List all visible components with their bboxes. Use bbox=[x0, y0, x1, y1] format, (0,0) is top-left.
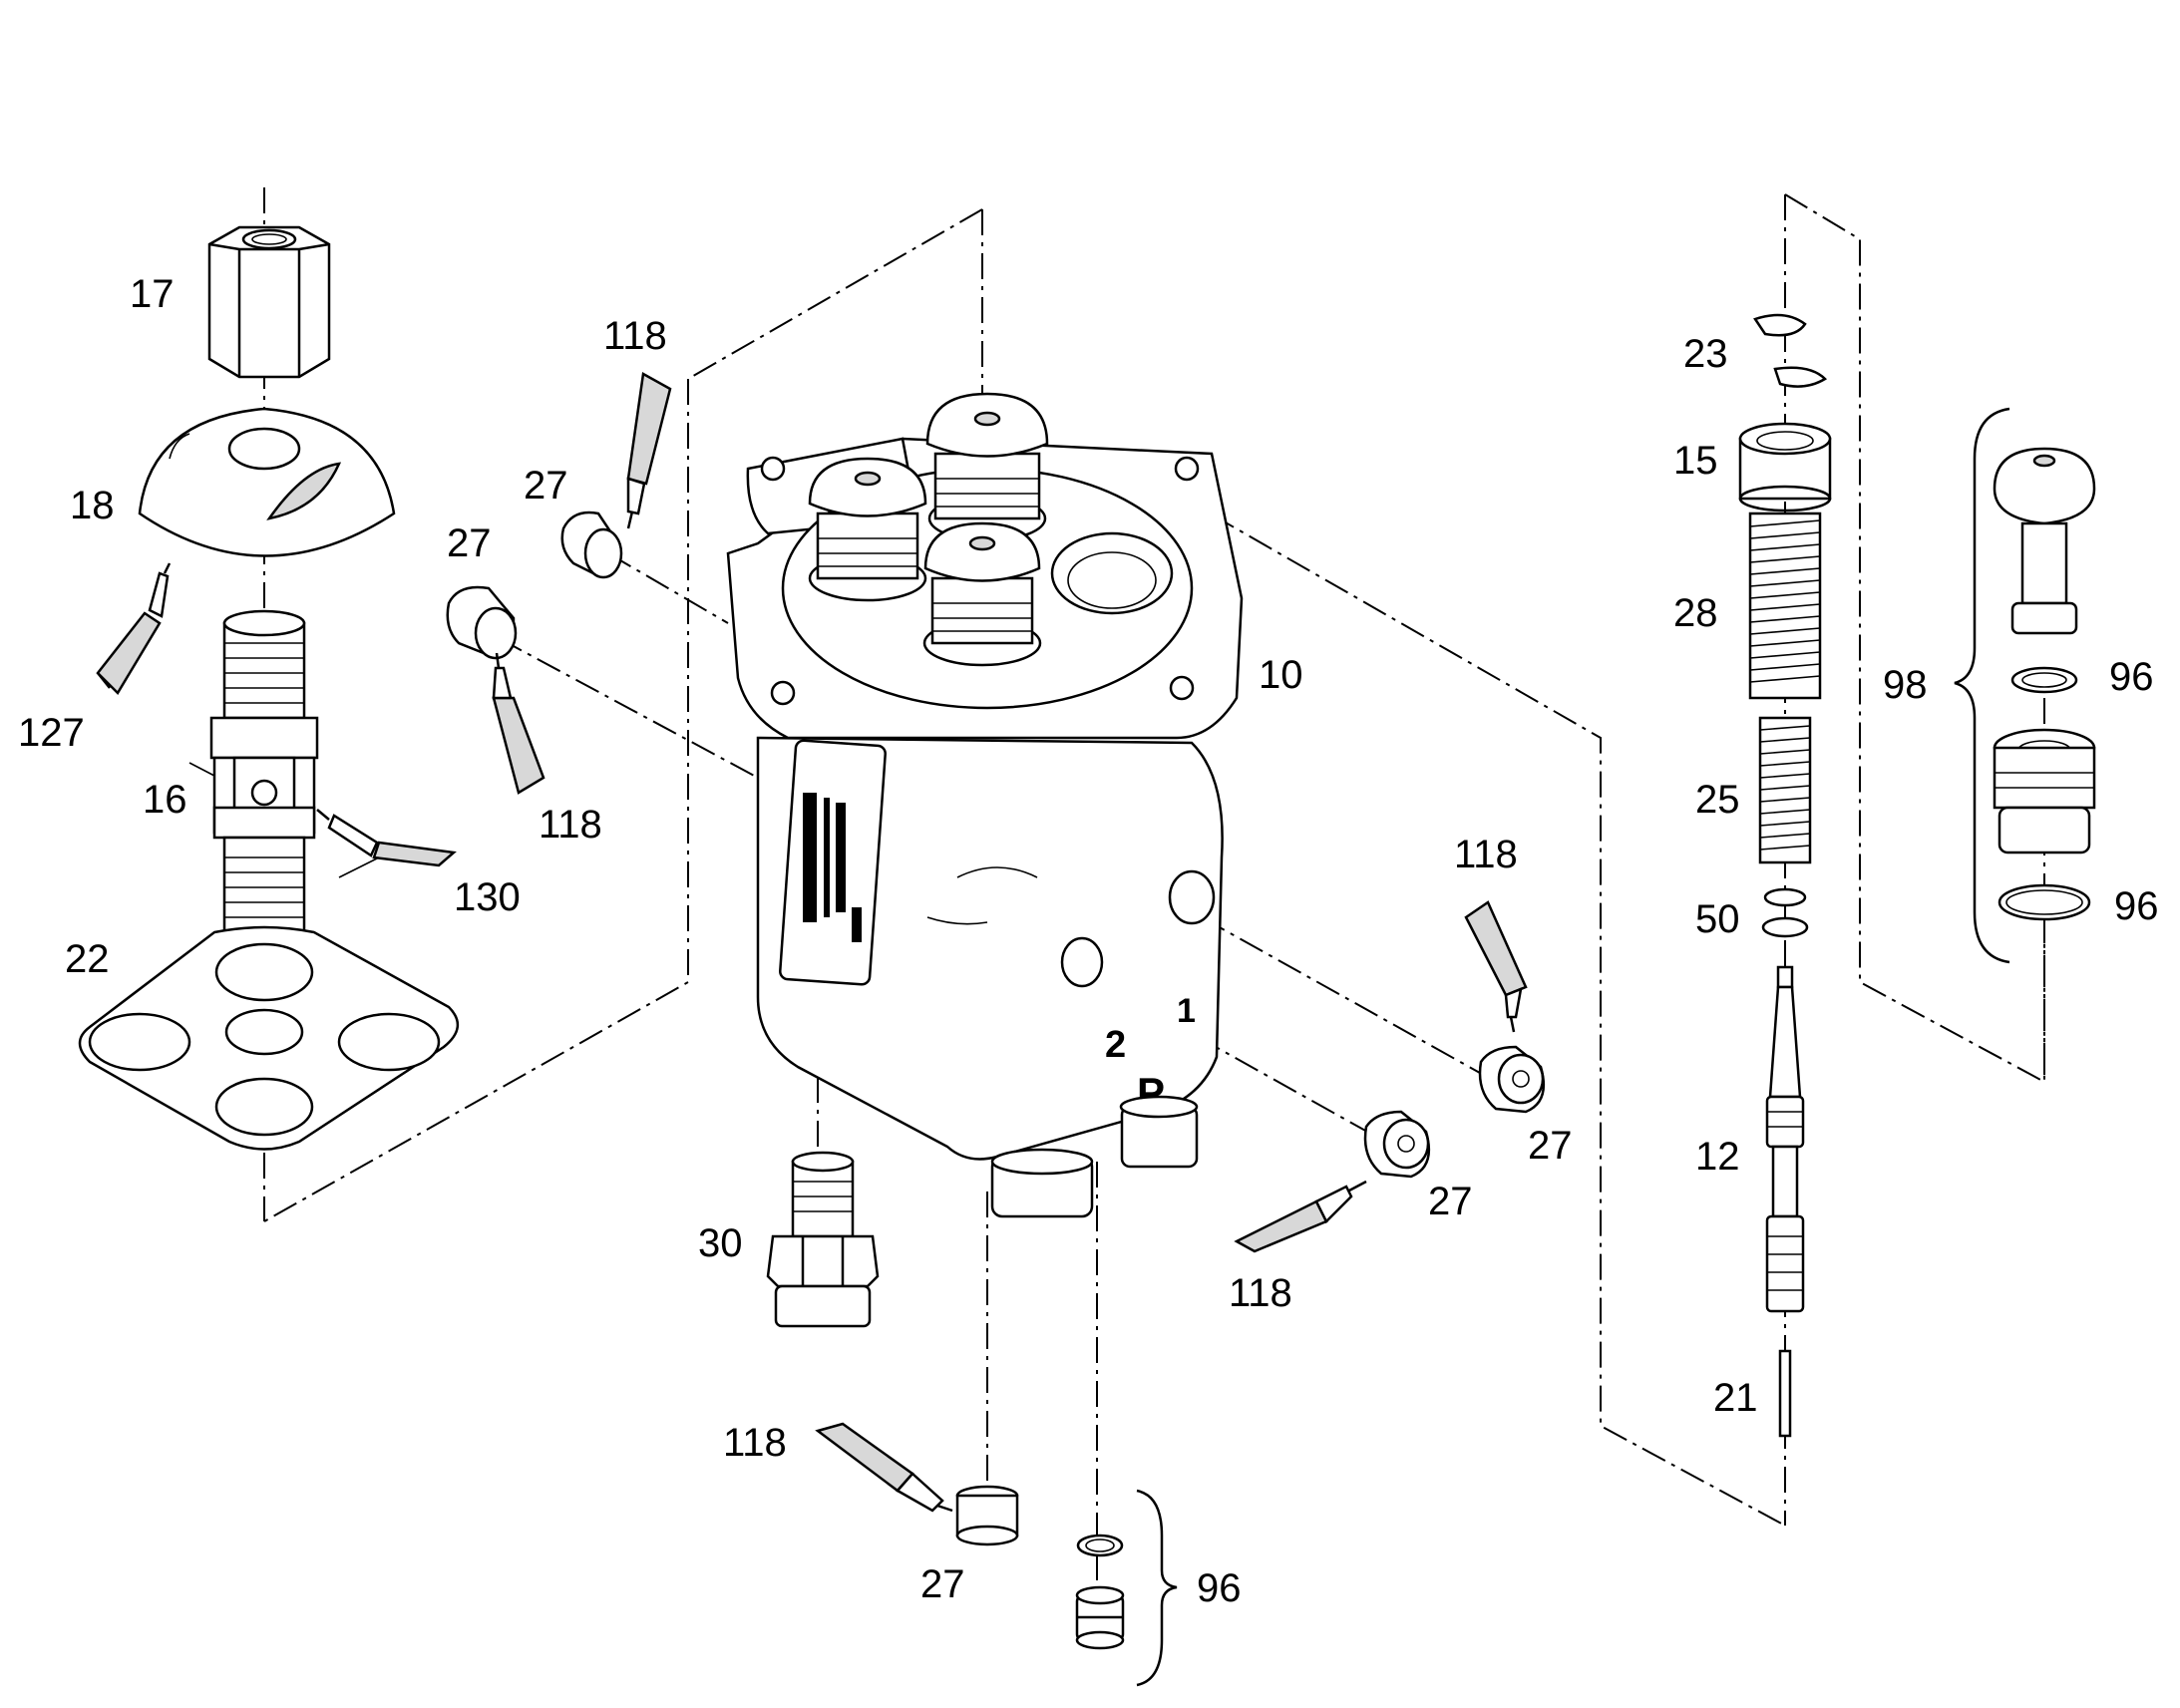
part-127-sealant-tube bbox=[96, 562, 172, 696]
callout-130: 130 bbox=[454, 875, 521, 919]
callout-16: 16 bbox=[143, 778, 187, 822]
part-50-washers bbox=[1761, 887, 1809, 938]
part-30-adapter-fitting bbox=[766, 1151, 880, 1328]
callout-25: 25 bbox=[1695, 778, 1740, 822]
part-12-spool bbox=[1765, 965, 1805, 1313]
part-27-e-plug bbox=[955, 1485, 1019, 1546]
callout-12: 12 bbox=[1695, 1135, 1740, 1179]
callout-118-e: 118 bbox=[723, 1421, 787, 1465]
callout-10: 10 bbox=[1259, 653, 1303, 697]
part-27-c-plug bbox=[1478, 1045, 1546, 1114]
callout-labels: 17 18 127 16 130 22 118 27 27 118 10 118… bbox=[18, 272, 2159, 1610]
port-2-marking: 2 bbox=[1105, 1024, 1126, 1066]
body-cartridge-rear bbox=[925, 392, 1049, 542]
callout-118-d: 118 bbox=[1229, 1271, 1292, 1315]
callout-30: 30 bbox=[698, 1221, 743, 1265]
callout-22: 22 bbox=[65, 937, 110, 981]
callout-17: 17 bbox=[130, 272, 175, 316]
leader-lines bbox=[188, 762, 380, 878]
callout-21: 21 bbox=[1713, 1376, 1758, 1420]
callout-23: 23 bbox=[1683, 332, 1728, 376]
port-1-marking: 1 bbox=[1177, 992, 1196, 1030]
callout-27-d: 27 bbox=[1428, 1180, 1473, 1223]
part-15-spring-cap bbox=[1738, 422, 1832, 512]
part-27-d-plug bbox=[1363, 1110, 1431, 1179]
part-96-a-seal-kit bbox=[1075, 1489, 1178, 1687]
part-21-pin bbox=[1778, 1349, 1792, 1438]
part-27-a-plug bbox=[560, 511, 623, 579]
callout-27-e: 27 bbox=[920, 1562, 965, 1606]
callout-28: 28 bbox=[1673, 591, 1718, 635]
callout-118-c: 118 bbox=[1454, 833, 1518, 876]
callout-118-a: 118 bbox=[603, 314, 667, 358]
part-23-retaining-ring bbox=[1753, 313, 1828, 388]
callout-96-a: 96 bbox=[1197, 1566, 1242, 1610]
part-130-sealant-tube bbox=[316, 809, 457, 867]
part-18-dome-cover bbox=[138, 407, 396, 557]
part-118-e-sealant-tube bbox=[815, 1422, 953, 1513]
part-118-b-sealant-tube bbox=[492, 652, 545, 795]
part-118-d-sealant-tube bbox=[1234, 1180, 1367, 1253]
part-118-c-sealant-tube bbox=[1464, 900, 1528, 1033]
callout-96-b: 96 bbox=[2109, 655, 2154, 699]
callout-27-a: 27 bbox=[524, 464, 568, 508]
callout-127: 127 bbox=[18, 711, 85, 755]
callout-118-b: 118 bbox=[539, 803, 602, 847]
part-28-outer-spring bbox=[1748, 512, 1822, 700]
part-22-gasket-plate bbox=[78, 925, 459, 1151]
part-98-cartridge-assembly bbox=[1954, 407, 2096, 964]
part-25-inner-spring bbox=[1758, 716, 1812, 864]
part-16-union-fitting bbox=[209, 609, 319, 939]
callout-96-c: 96 bbox=[2114, 884, 2159, 928]
callout-18: 18 bbox=[70, 484, 115, 527]
callout-50: 50 bbox=[1695, 897, 1740, 941]
part-10-valve-body: 1 2 P bbox=[726, 392, 1244, 1218]
part-17-hex-nut bbox=[207, 225, 331, 379]
part-118-a-sealant-tube bbox=[626, 372, 672, 529]
callout-98: 98 bbox=[1883, 663, 1928, 707]
body-cartridge-left bbox=[808, 457, 927, 602]
body-cartridge-front bbox=[922, 521, 1042, 667]
part-27-b-plug bbox=[446, 585, 518, 660]
callout-15: 15 bbox=[1673, 439, 1718, 483]
callout-27-c: 27 bbox=[1528, 1124, 1573, 1168]
callout-27-b: 27 bbox=[447, 521, 492, 565]
